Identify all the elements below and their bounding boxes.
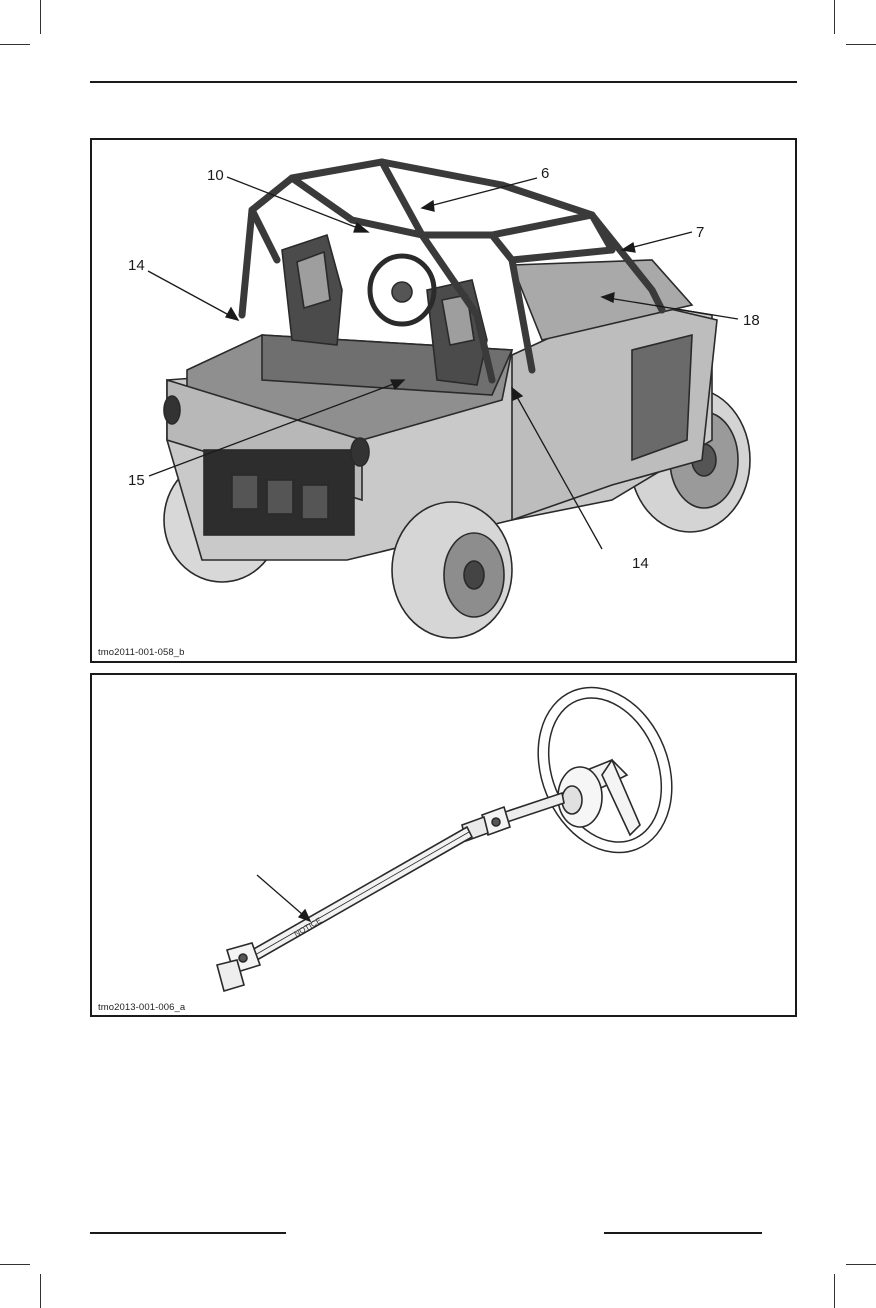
- crop-mark: [0, 1264, 30, 1265]
- header-rule: [90, 81, 797, 83]
- callout-14-left: 14: [128, 257, 145, 274]
- steering-shaft-illustration: NOTICE: [216, 686, 673, 993]
- callout-10: 10: [207, 167, 224, 184]
- crop-mark: [834, 0, 835, 34]
- leader-arrow: [256, 874, 312, 923]
- callout-7: 7: [696, 224, 704, 241]
- callout-18: 18: [743, 312, 760, 329]
- figure-vehicle-rear: 10 6 14 7 18 15 14 tmo2011-001-058_b: [90, 138, 797, 663]
- vehicle-illustration: 10 6 14 7 18 15 14: [128, 158, 760, 639]
- callout-6: 6: [541, 165, 549, 182]
- figure-code: tmo2013-001-006_a: [98, 1002, 186, 1013]
- figure-steering-shaft: NOTICE tmo2013-001-006_a: [90, 673, 797, 1017]
- footer-rule-left: [90, 1232, 286, 1234]
- crop-mark: [846, 1264, 876, 1265]
- leader-lines: [147, 176, 739, 550]
- crop-mark: [40, 0, 41, 34]
- crop-mark: [846, 44, 876, 45]
- crop-mark: [834, 1274, 835, 1308]
- crop-mark: [40, 1274, 41, 1308]
- crop-mark: [0, 44, 30, 45]
- footer-rule-right: [604, 1232, 762, 1234]
- callout-15: 15: [128, 472, 145, 489]
- figure-code: tmo2011-001-058_b: [98, 647, 185, 658]
- callout-14-right: 14: [632, 555, 649, 572]
